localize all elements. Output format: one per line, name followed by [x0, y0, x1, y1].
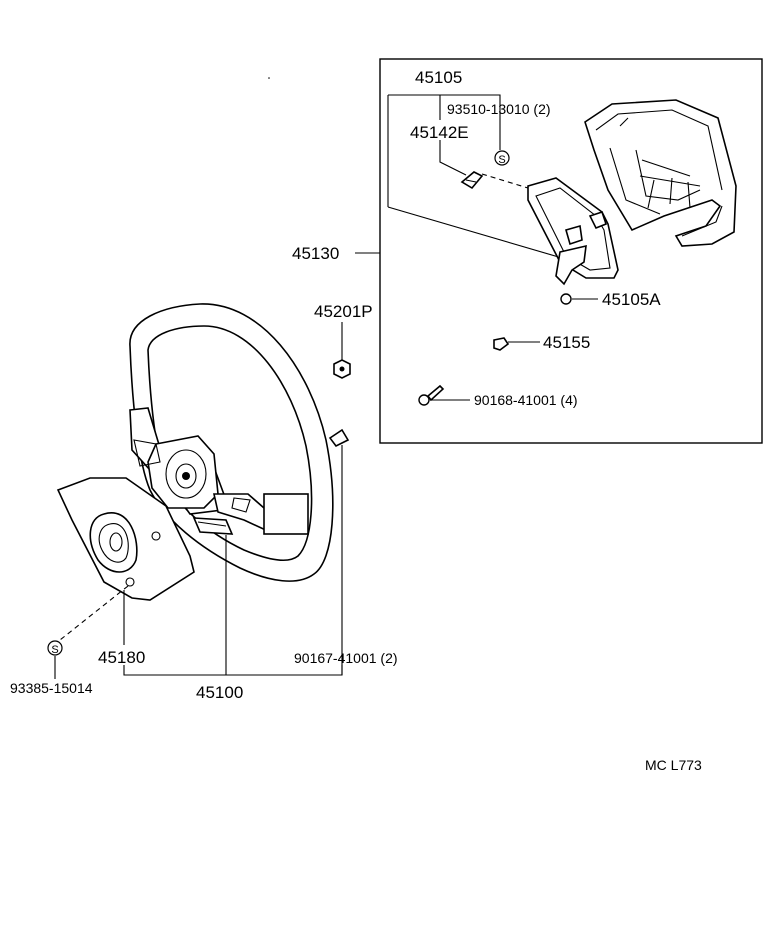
leader-45142e: [439, 140, 467, 176]
clip-45155: [493, 337, 510, 351]
bracket-45105: [388, 94, 501, 120]
pad-backplate: [527, 177, 619, 286]
rear-cover-45180: [56, 477, 195, 601]
label-45180: 45180: [98, 648, 145, 667]
label-45100: 45100: [196, 683, 243, 702]
s-symbol-text: S: [498, 154, 505, 166]
nut-45105a: [560, 293, 572, 305]
dash-s-to-clip: [481, 173, 529, 189]
label-45130: 45130: [292, 244, 339, 263]
label-45155: 45155: [543, 333, 590, 352]
label-90167: 90167-41001 (2): [294, 650, 398, 666]
label-45105: 45105: [415, 68, 462, 87]
stray-dot: [268, 77, 270, 79]
inset-frame: [379, 58, 763, 444]
label-45105a: 45105A: [602, 290, 661, 309]
screw-90168: [418, 384, 445, 406]
clip-45142e: [460, 171, 484, 190]
label-93385: 93385-15014: [10, 680, 93, 696]
dash-s-to-cover: [59, 585, 129, 641]
pad-cover: [584, 99, 737, 247]
diagram-code: MC L773: [645, 757, 702, 773]
label-90168: 90168-41001 (4): [474, 392, 578, 408]
screw-90167: [328, 428, 350, 448]
label-45201p: 45201P: [314, 302, 373, 321]
label-93510: 93510-13010 (2): [447, 101, 551, 117]
leader-diagonal: [387, 206, 563, 259]
bracket-45100: [123, 665, 343, 676]
steering-wheel: [129, 303, 334, 582]
nut-45201p: [333, 359, 351, 379]
s-symbol-icon: [494, 150, 510, 166]
label-45142e: 45142E: [410, 123, 469, 142]
s-symbol-bottom-text: S: [51, 644, 58, 656]
s-symbol-bottom-icon: [47, 640, 63, 656]
